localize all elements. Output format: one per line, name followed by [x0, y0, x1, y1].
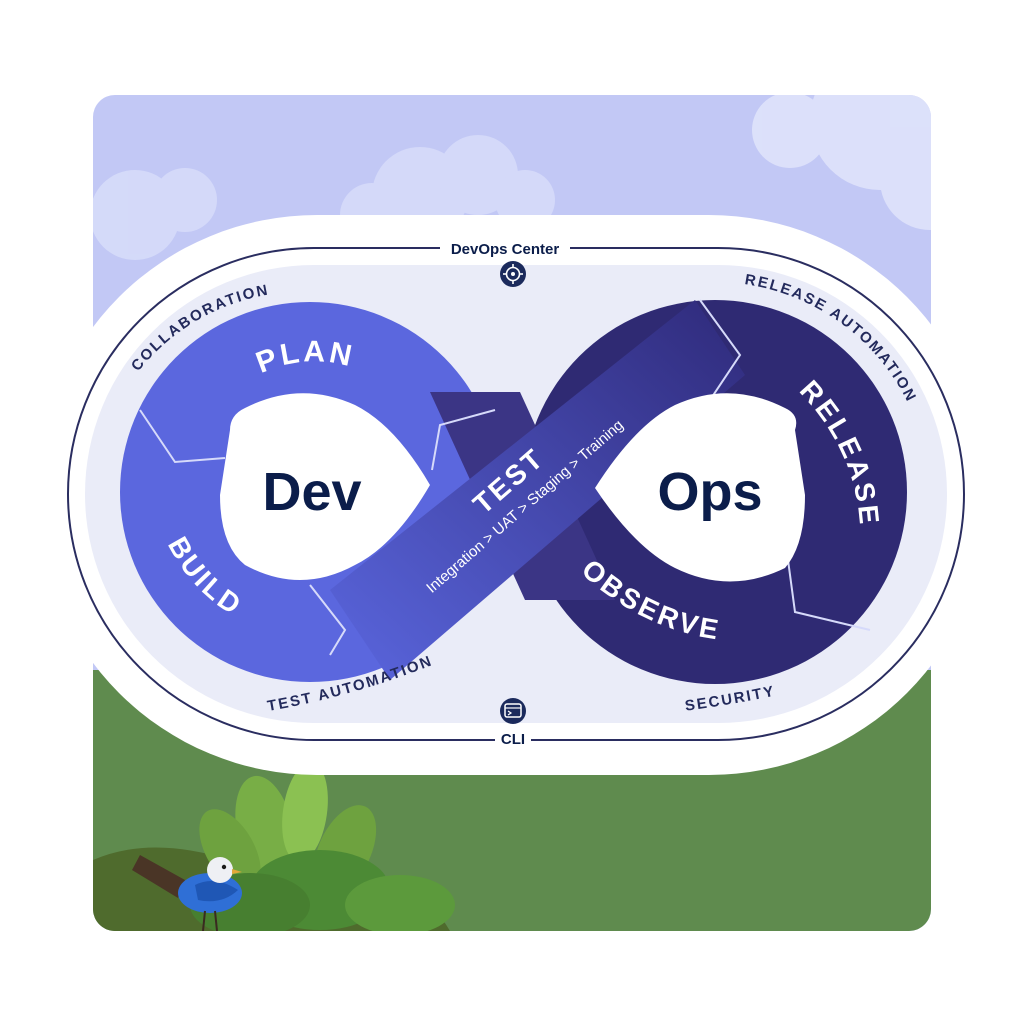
devops-center-label: DevOps Center [451, 241, 560, 258]
ops-hub-label: Ops [657, 462, 762, 522]
terminal-icon [500, 698, 526, 724]
target-icon [500, 261, 526, 287]
dev-hub-label: Dev [262, 462, 361, 522]
cli-label: CLI [501, 731, 525, 748]
